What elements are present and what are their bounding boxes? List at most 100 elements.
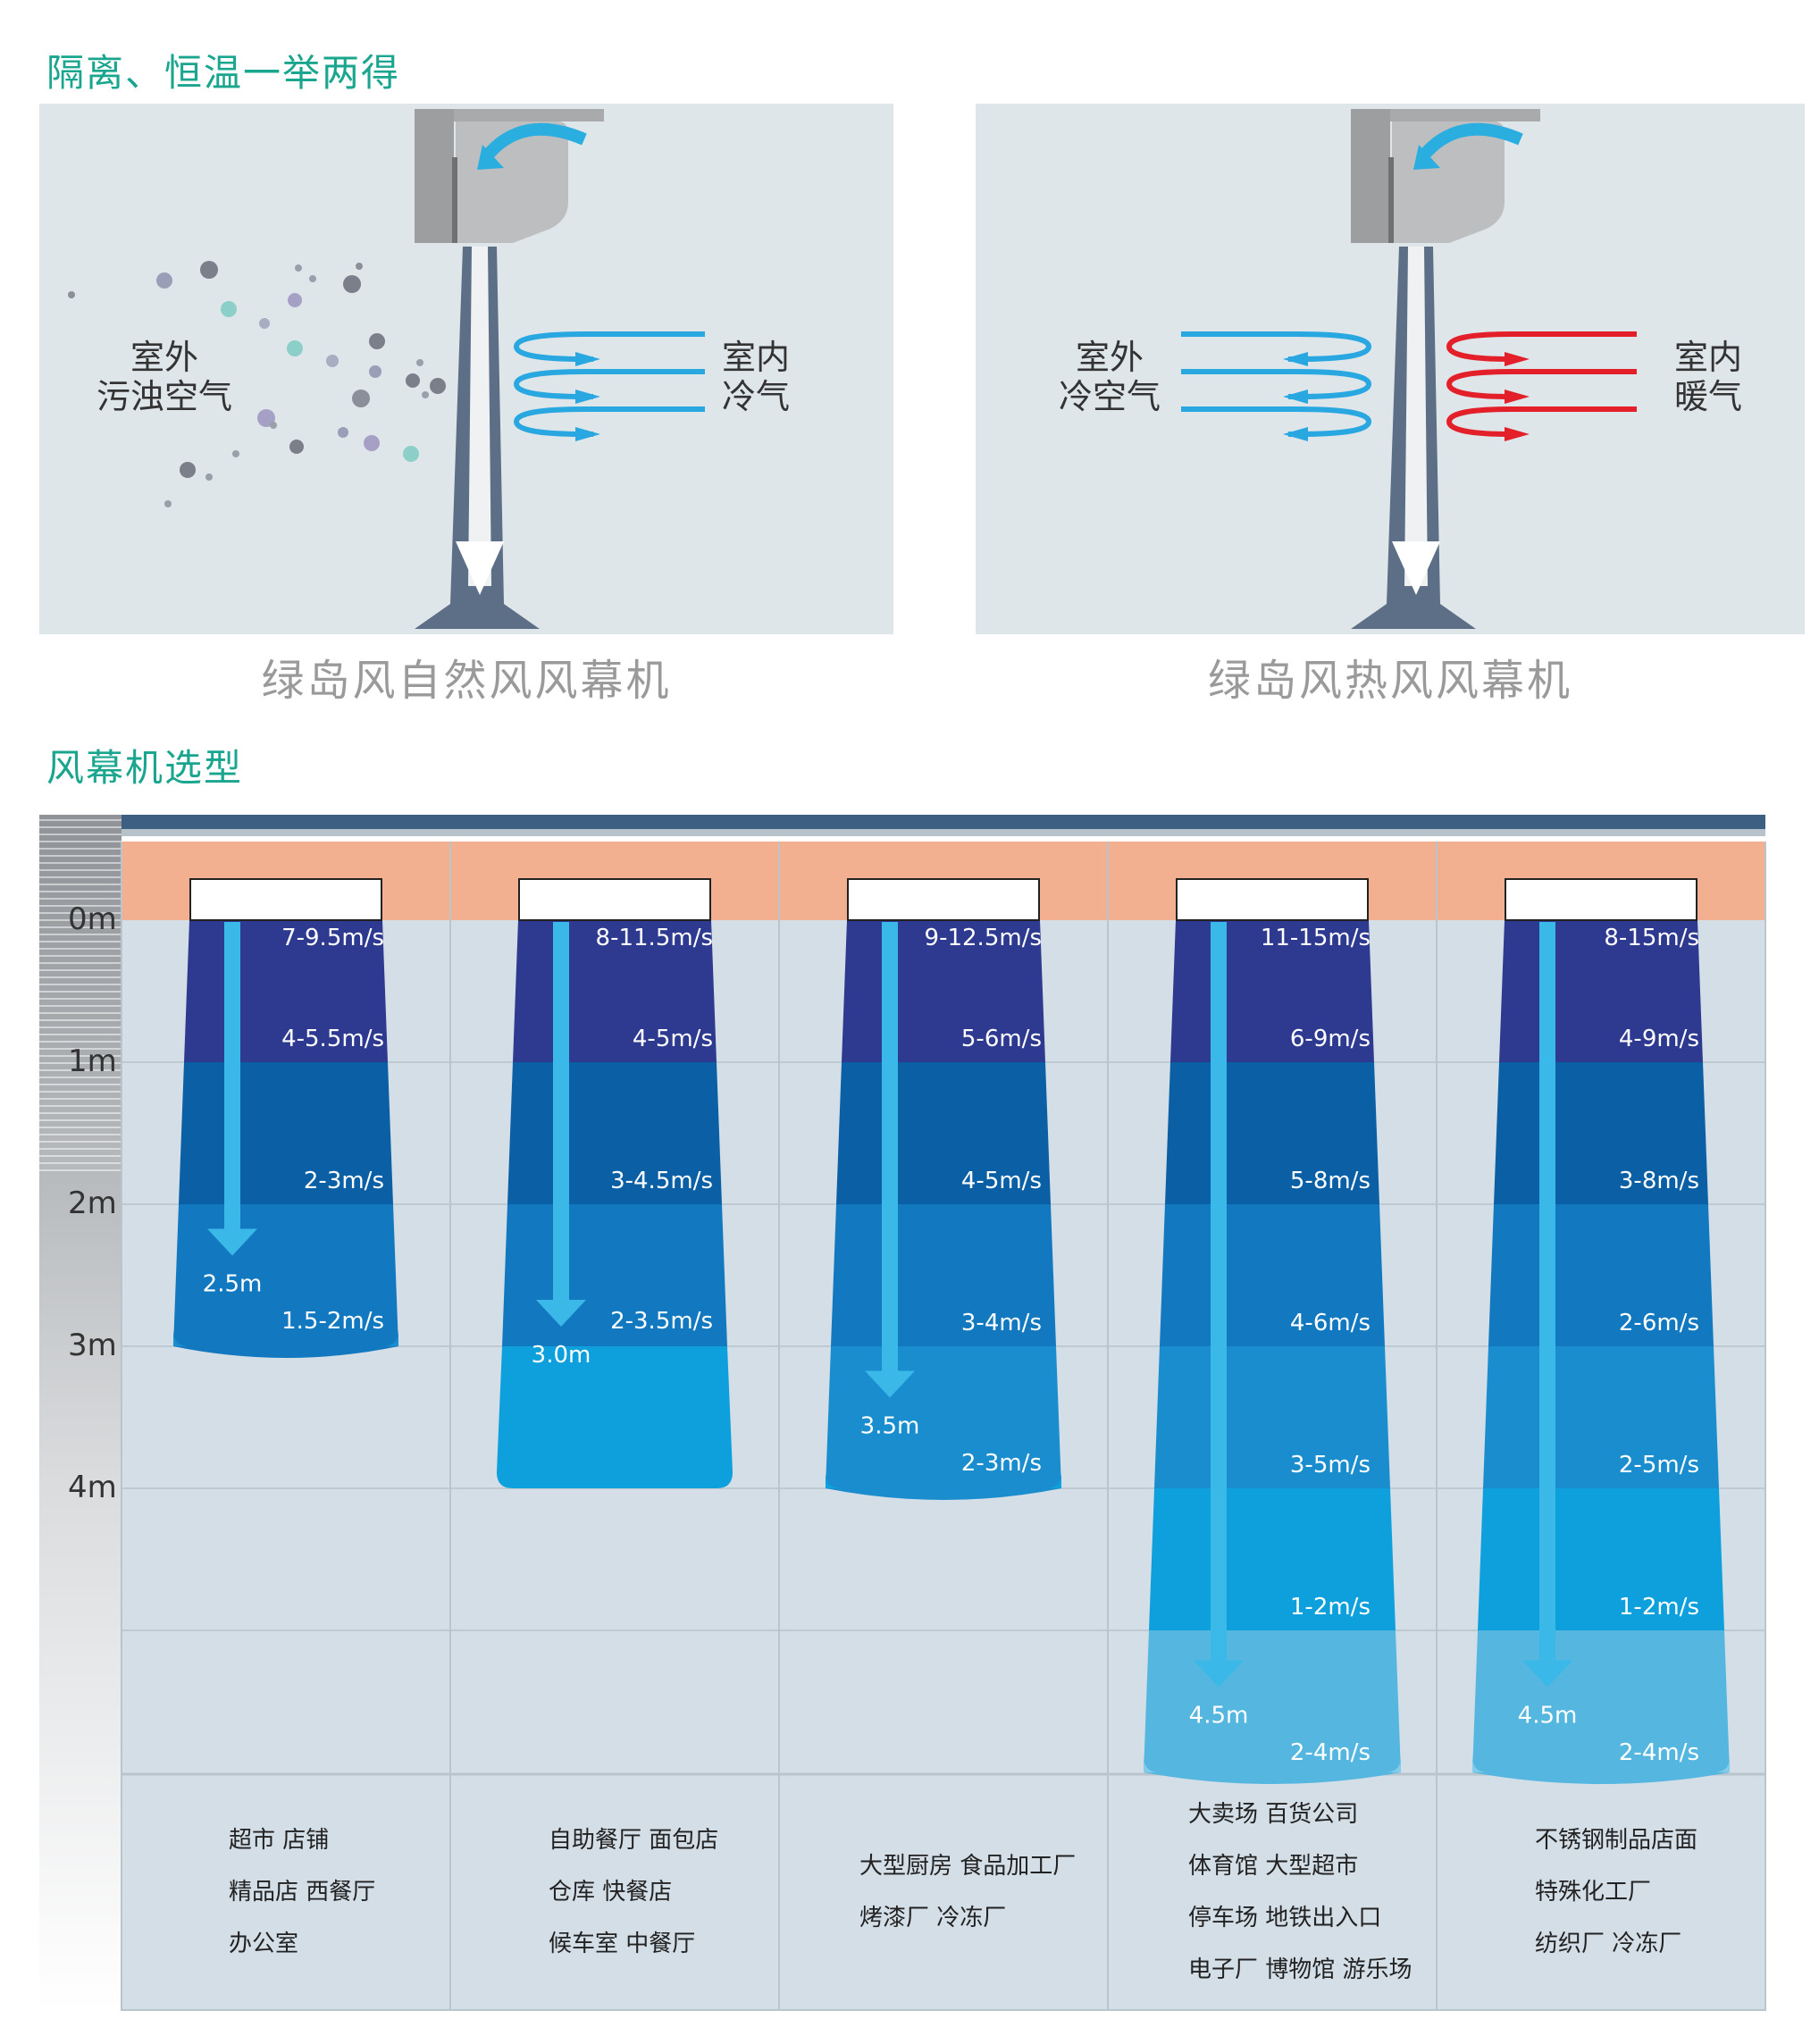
outdoor-cold-air-arrows <box>1181 331 1372 437</box>
application-list-5: 不锈钢制品店面特殊化工厂纺织厂 冷冻厂 <box>1535 1814 1697 1970</box>
reach-arrow-shaft <box>1539 922 1555 1664</box>
reach-label: 4.5m <box>1518 1703 1578 1730</box>
natural-air-curtain-title: 绿岛风自然风风幕机 <box>261 656 672 706</box>
reach-label: 3.0m <box>532 1342 591 1369</box>
selection-chart: 0m 1m 2m 3m 4m 2.5m 7-9.5m/s 4-5.5m/s 2-3m/s 1.5… <box>39 815 1766 2011</box>
application-list-4: 大卖场 百货公司体育馆 大型超市停车场 地铁出入口电子厂 博物馆 游乐场 <box>1188 1788 1412 1996</box>
speed-label: 1.5-2m/s <box>281 1308 384 1335</box>
outdoor-polluted-air-label: 室外 污浊空气 <box>84 338 245 416</box>
application-list-3: 大型厨房 食品加工厂烤漆厂 冷冻厂 <box>859 1840 1076 1944</box>
indoor-label-line1: 室内 <box>721 338 790 377</box>
application-item: 精品店 西餐厅 <box>229 1879 376 1906</box>
application-item: 仓库 快餐店 <box>549 1879 673 1906</box>
depth-label: 4m <box>68 1470 117 1505</box>
application-item: 大卖场 百货公司 <box>1188 1801 1359 1828</box>
depth-label: 1m <box>68 1043 117 1079</box>
reach-label: 3.5m <box>860 1413 920 1440</box>
outdoor-label-line1: 室外 <box>130 338 198 377</box>
speed-label: 4-5.5m/s <box>281 1026 384 1052</box>
application-list-1: 超市 店铺精品店 西餐厅办公室 <box>229 1814 375 1970</box>
indoor-cool-air-arrows <box>513 331 705 437</box>
speed-label: 1-2m/s <box>1290 1594 1371 1621</box>
speed-label: 2-3.5m/s <box>610 1308 713 1335</box>
indoor-label-line1: 室内 <box>1673 338 1742 377</box>
reach-arrow-shaft <box>553 922 569 1303</box>
speed-label: 3-8m/s <box>1619 1168 1699 1194</box>
airflow-band <box>502 1204 727 1358</box>
speed-label: 3-4.5m/s <box>610 1168 713 1194</box>
air-curtain-unit <box>1176 878 1369 921</box>
application-item: 烤漆厂 冷冻厂 <box>859 1905 1007 1931</box>
speed-label: 4-5m/s <box>961 1168 1042 1194</box>
reach-arrow-head <box>1194 1660 1244 1688</box>
reach-arrow-shaft <box>1211 922 1227 1664</box>
pollution-particles <box>68 261 446 507</box>
reach-arrow-shaft <box>882 922 898 1375</box>
application-item: 超市 店铺 <box>229 1827 330 1854</box>
speed-label: 9-12.5m/s <box>925 925 1042 951</box>
section-heading-isolation: 隔离、恒温一举两得 <box>46 51 401 95</box>
application-list-2: 自助餐厅 面包店仓库 快餐店候车室 中餐厅 <box>549 1814 718 1970</box>
ceiling-top-strip <box>122 829 1765 836</box>
outdoor-label-line2: 冷空气 <box>1058 377 1161 416</box>
reach-arrow-head <box>207 1228 257 1256</box>
heated-air-curtain-illustration <box>1181 109 1637 629</box>
reach-arrow-shaft <box>224 922 240 1233</box>
selection-column-5: 4.5m 8-15m/s 4-9m/s 3-8m/s 2-6m/s 2-5m/s 1-2m/… <box>1472 878 1730 1784</box>
speed-label: 11-15m/s <box>1261 925 1371 951</box>
outdoor-cold-air-label: 室外 冷空气 <box>1038 338 1181 416</box>
application-item: 候车室 中餐厅 <box>549 1931 696 1957</box>
indoor-cool-air-label: 室内 冷气 <box>711 338 801 416</box>
speed-label: 3-4m/s <box>961 1310 1042 1336</box>
reach-arrow-head <box>1522 1660 1572 1688</box>
reach-label: 4.5m <box>1189 1703 1249 1730</box>
reach-arrow-head <box>865 1370 915 1398</box>
speed-label: 2-4m/s <box>1619 1739 1699 1766</box>
air-curtain-unit <box>189 878 382 921</box>
indoor-warm-air-arrows <box>1446 331 1637 437</box>
depth-label: 2m <box>68 1185 117 1221</box>
speed-label: 8-11.5m/s <box>596 925 713 951</box>
depth-ruler <box>39 815 122 2010</box>
selection-column-4: 4.5m 11-15m/s 6-9m/s 5-8m/s 4-6m/s 3-5m/s 1-2m… <box>1144 878 1401 1784</box>
speed-label: 2-4m/s <box>1290 1739 1371 1766</box>
speed-label: 4-5m/s <box>633 1026 713 1052</box>
speed-label: 4-6m/s <box>1290 1310 1371 1336</box>
airflow-band <box>497 1346 733 1488</box>
reach-arrow-head <box>536 1300 586 1327</box>
section-heading-selection: 风幕机选型 <box>46 746 244 790</box>
application-item: 大型厨房 食品加工厂 <box>859 1853 1077 1880</box>
speed-label: 2-6m/s <box>1619 1310 1699 1336</box>
depth-label: 0m <box>68 901 117 937</box>
speed-label: 6-9m/s <box>1290 1026 1371 1052</box>
selection-column-1: 2.5m7-9.5m/s4-5.5m/s2-3m/s1.5-2m/s <box>173 878 398 1358</box>
outdoor-label-line2: 污浊空气 <box>96 377 232 416</box>
ceiling-top-bar <box>122 815 1765 829</box>
speed-label: 2-5m/s <box>1619 1452 1699 1479</box>
natural-air-curtain-panel: 室外 污浊空气 室内 冷气 <box>39 104 893 634</box>
speed-label: 3-5m/s <box>1290 1452 1371 1479</box>
depth-label: 3m <box>68 1328 117 1363</box>
application-item: 停车场 地铁出入口 <box>1188 1905 1382 1931</box>
air-curtain-unit <box>1505 878 1697 921</box>
speed-label: 1-2m/s <box>1619 1594 1699 1621</box>
air-curtain-unit <box>847 878 1040 921</box>
reach-label: 2.5m <box>203 1271 263 1298</box>
application-item: 自助餐厅 面包店 <box>549 1827 719 1854</box>
selection-column-2: 3.0m 8-11.5m/s 4-5m/s 3-4.5m/s 2-3.5m/s <box>497 878 733 1488</box>
speed-label: 7-9.5m/s <box>281 925 384 951</box>
speed-label: 5-8m/s <box>1290 1168 1371 1194</box>
outdoor-label-line1: 室外 <box>1075 338 1144 377</box>
speed-label: 8-15m/s <box>1604 925 1699 951</box>
indoor-label-line2: 冷气 <box>721 377 790 416</box>
speed-label: 4-9m/s <box>1619 1026 1699 1052</box>
selection-column-3: 3.5m 9-12.5m/s 5-6m/s 4-5m/s 3-4m/s 2-3m/s <box>826 878 1061 1500</box>
heated-air-curtain-panel: 室外 冷空气 室内 暖气 <box>976 104 1805 634</box>
speed-label: 5-6m/s <box>961 1026 1042 1052</box>
speed-label: 2-3m/s <box>961 1450 1042 1477</box>
application-item: 体育馆 大型超市 <box>1188 1853 1359 1880</box>
application-item: 电子厂 博物馆 游乐场 <box>1188 1956 1412 1983</box>
application-item: 不锈钢制品店面 <box>1535 1827 1698 1854</box>
air-curtain-unit <box>518 878 711 921</box>
application-item: 办公室 <box>229 1931 299 1957</box>
